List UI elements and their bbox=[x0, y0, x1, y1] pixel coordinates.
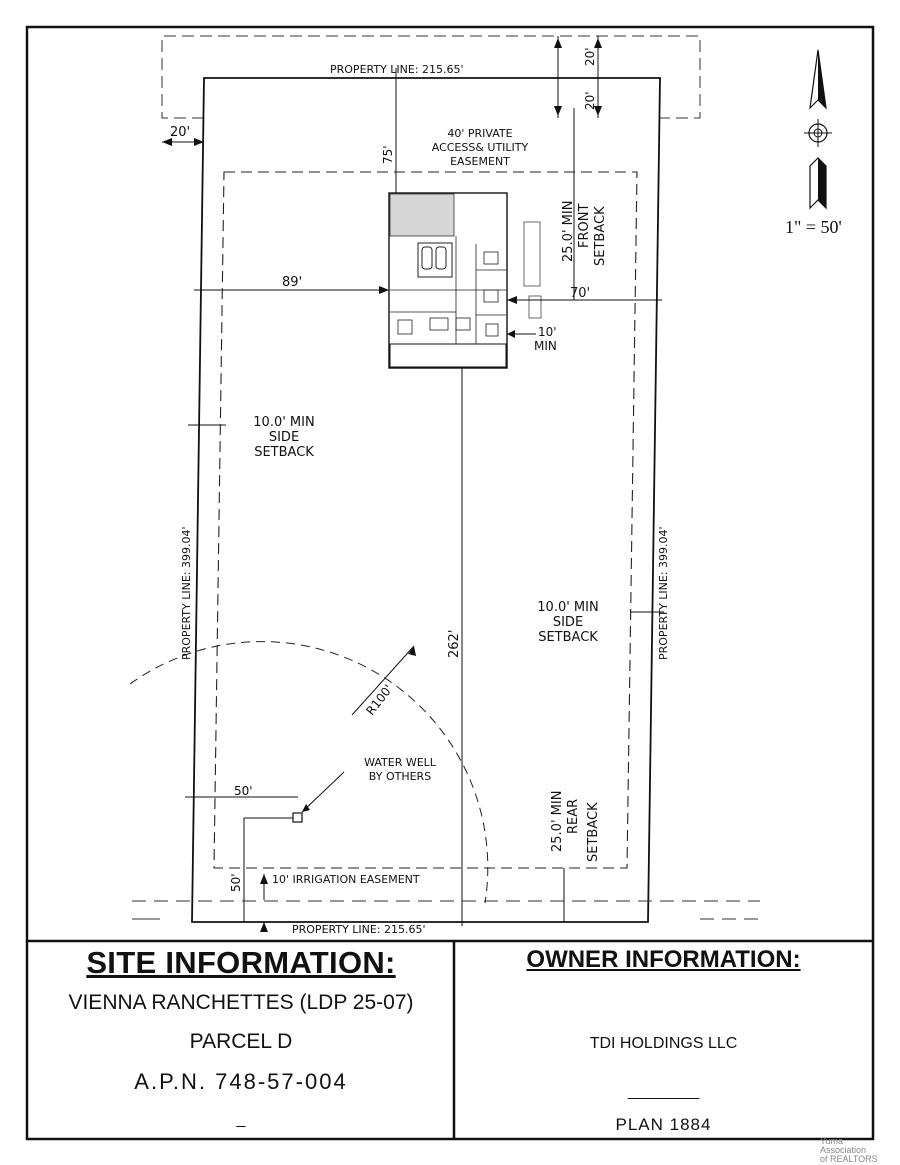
property-line-left-label: PROPERTY LINE: 399.04' bbox=[180, 526, 193, 660]
radius-leader bbox=[351, 645, 415, 716]
watermark-line-3: of REALTORS bbox=[820, 1154, 878, 1164]
dim-50-v-label: 50' bbox=[229, 873, 243, 892]
north-arrow-icon bbox=[804, 49, 832, 210]
dimension-arrowheads bbox=[162, 38, 602, 932]
easement-line-3: EASEMENT bbox=[450, 155, 510, 168]
front-setback-line-2: FRONT bbox=[577, 204, 592, 248]
rear-setback-line-3: SETBACK bbox=[586, 802, 601, 862]
property-boundary bbox=[191, 77, 661, 923]
radius-label: R100' bbox=[363, 682, 395, 718]
site-info-heading: SITE INFORMATION: bbox=[86, 945, 396, 980]
driveway-structures bbox=[523, 221, 542, 319]
front-setback-line-1: 25.0' MIN bbox=[561, 201, 576, 262]
property-line-bottom-label: PROPERTY LINE: 215.65' bbox=[292, 923, 426, 936]
setback-line bbox=[213, 171, 638, 869]
dim-89-label: 89' bbox=[282, 275, 302, 290]
well-radius-arc bbox=[129, 641, 489, 904]
sheet-border bbox=[25, 25, 875, 1141]
owner-divider-line: ________ bbox=[627, 1083, 700, 1100]
side-setback-right-label: 10.0' MIN SIDE SETBACK bbox=[537, 600, 598, 645]
dim-10-min-label: MIN bbox=[534, 339, 557, 353]
scale-label: 1" = 50' bbox=[785, 217, 842, 237]
dim-262-label: 262' bbox=[447, 630, 462, 658]
subdivision-name: VIENNA RANCHETTES (LDP 25-07) bbox=[68, 991, 414, 1014]
water-well-symbol bbox=[292, 812, 303, 823]
irrigation-easement-label: 10' IRRIGATION EASEMENT bbox=[272, 873, 420, 886]
rear-setback-label: 25.0' MIN REAR SETBACK bbox=[550, 791, 601, 862]
water-well-label: WATER WELL BY OTHERS bbox=[364, 756, 437, 783]
dim-20-left-label: 20' bbox=[170, 125, 190, 140]
well-leader bbox=[301, 771, 345, 813]
watermark-line-2: Association bbox=[820, 1145, 867, 1155]
parcel-label: PARCEL D bbox=[189, 1030, 293, 1053]
dim-75-label: 75' bbox=[381, 145, 395, 164]
easement-line-1: 40' PRIVATE bbox=[447, 127, 512, 140]
dim-20-a-label: 20' bbox=[583, 47, 597, 66]
access-easement-label: 40' PRIVATE ACCESS& UTILITY EASEMENT bbox=[432, 127, 529, 168]
easement-line-2: ACCESS& UTILITY bbox=[432, 141, 529, 154]
property-line-right-label: PROPERTY LINE: 399.04' bbox=[657, 526, 670, 660]
side-setback-left-line-2: SIDE bbox=[269, 430, 299, 445]
rear-setback-line-1: 25.0' MIN bbox=[550, 791, 565, 852]
property-line-top-label: PROPERTY LINE: 215.65' bbox=[330, 63, 464, 76]
realtor-watermark-logo: Yuma Association of REALTORS bbox=[820, 1136, 900, 1164]
apn-label: A.P.N. 748-57-004 bbox=[134, 1069, 348, 1094]
dim-10-label: 10' bbox=[538, 325, 557, 339]
water-well-line-1: WATER WELL bbox=[364, 756, 437, 769]
dim-50-h-label: 50' bbox=[234, 784, 253, 798]
watermark-line-1: Yuma bbox=[820, 1136, 844, 1146]
side-setback-right-line-2: SIDE bbox=[553, 615, 583, 630]
side-setback-right-line-1: 10.0' MIN bbox=[537, 600, 598, 615]
front-setback-label: 25.0' MIN FRONT SETBACK bbox=[561, 201, 608, 266]
dim-70-label: 70' bbox=[570, 286, 590, 301]
access-easement-outline bbox=[161, 35, 701, 119]
owner-name: TDI HOLDINGS LLC bbox=[589, 1035, 738, 1052]
side-setback-right-line-3: SETBACK bbox=[538, 630, 598, 645]
front-setback-line-3: SETBACK bbox=[593, 206, 608, 266]
owner-info-heading: OWNER INFORMATION: bbox=[526, 946, 801, 973]
house-footprint bbox=[388, 192, 508, 369]
side-setback-left-line-1: 10.0' MIN bbox=[253, 415, 314, 430]
rear-setback-line-2: REAR bbox=[566, 799, 581, 834]
plan-number: PLAN 1884 bbox=[615, 1115, 712, 1134]
side-setback-left-line-3: SETBACK bbox=[254, 445, 314, 460]
water-well-line-2: BY OTHERS bbox=[369, 770, 431, 783]
side-setback-left-label: 10.0' MIN SIDE SETBACK bbox=[253, 415, 314, 460]
dim-20-b-label: 20' bbox=[583, 91, 597, 110]
site-extra-mark: _ bbox=[236, 1111, 246, 1128]
